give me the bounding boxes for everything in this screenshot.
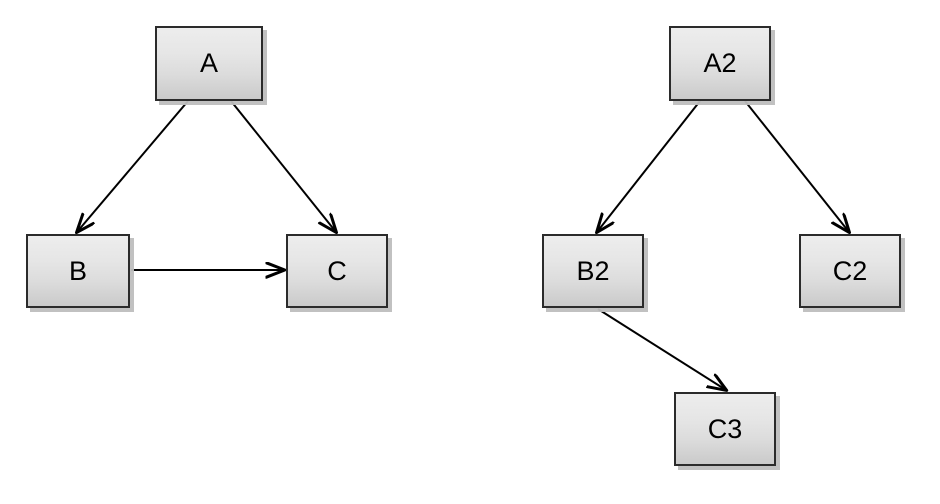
node-label-b: B — [68, 255, 87, 286]
node-c2[interactable]: C2 — [799, 234, 901, 308]
edge-a-to-b[interactable] — [77, 100, 189, 232]
node-c3[interactable]: C3 — [674, 392, 776, 466]
node-label-a2: A2 — [703, 48, 737, 78]
node-c[interactable]: C — [286, 234, 388, 308]
edge-a2-to-b2[interactable] — [597, 100, 701, 232]
node-label-a: A — [199, 48, 218, 78]
node-label-c2: C2 — [832, 255, 868, 286]
edges-group — [77, 100, 849, 390]
edge-b2-to-c3[interactable] — [597, 308, 726, 390]
node-label-c: C — [327, 255, 347, 286]
node-b[interactable]: B — [26, 234, 130, 308]
node-a[interactable]: A — [155, 26, 263, 101]
node-b2[interactable]: B2 — [542, 234, 644, 308]
edge-a2-to-c2[interactable] — [744, 100, 849, 232]
node-a2[interactable]: A2 — [669, 26, 771, 101]
edge-a-to-c[interactable] — [230, 100, 336, 232]
node-label-b2: B2 — [576, 255, 610, 286]
node-label-c3: C3 — [707, 413, 743, 444]
